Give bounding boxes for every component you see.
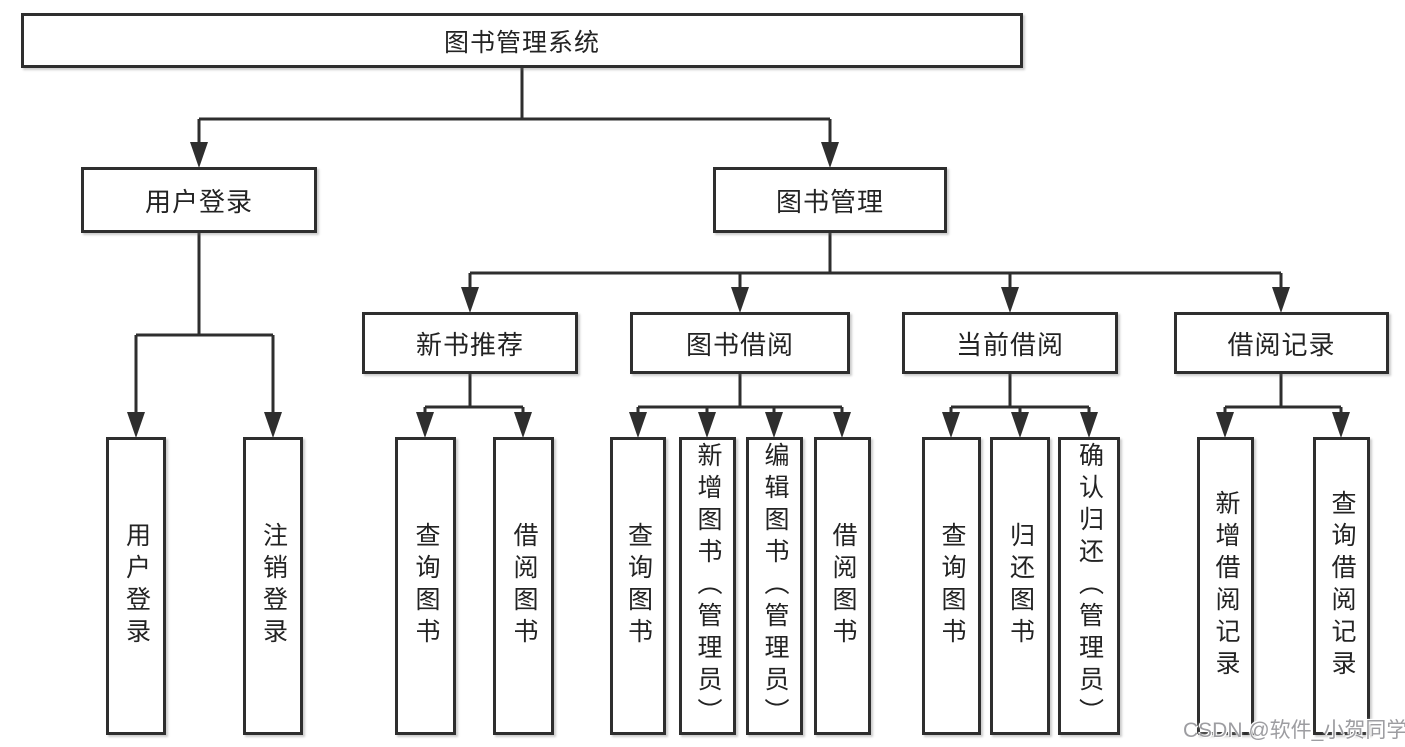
node-new-book-recommend: 新书推荐 [362, 312, 578, 374]
node-book-borrow: 图书借阅 [630, 312, 850, 374]
arrow-down-icon [1011, 412, 1029, 438]
connector-current-split [949, 374, 1091, 415]
leaf-confirm-return-admin: 确认归还（管理员） [1058, 437, 1120, 735]
arrow-down-icon [821, 142, 839, 168]
arrow-down-icon [1332, 412, 1350, 438]
leaf-add-borrow-record: 新增借阅记录 [1197, 437, 1254, 735]
leaf-query-books-recommend: 查询图书 [395, 437, 456, 735]
connector-recommend-split [423, 374, 525, 415]
node-root-system: 图书管理系统 [21, 13, 1023, 68]
arrow-down-icon [731, 287, 749, 313]
node-user-login: 用户登录 [81, 167, 317, 233]
leaf-logout: 注销登录 [243, 437, 303, 735]
arrow-down-icon [1080, 412, 1098, 438]
arrow-down-icon [416, 412, 434, 438]
leaf-user-login: 用户登录 [106, 437, 166, 735]
connector-mgmt-split [468, 233, 1283, 291]
arrow-down-icon [1001, 287, 1019, 313]
arrow-down-icon [765, 412, 783, 438]
leaf-add-books-admin: 新增图书（管理员） [679, 437, 736, 735]
leaf-borrow-books: 借阅图书 [814, 437, 871, 735]
node-book-management: 图书管理 [713, 167, 947, 233]
leaf-query-borrow-record: 查询借阅记录 [1313, 437, 1370, 735]
arrowheads [127, 142, 1350, 438]
arrow-down-icon [833, 412, 851, 438]
connector-root-split [197, 68, 832, 146]
leaf-return-books: 归还图书 [990, 437, 1050, 735]
connector-login-split [134, 233, 275, 414]
arrow-down-icon [698, 412, 716, 438]
node-current-borrow: 当前借阅 [902, 312, 1118, 374]
arrow-down-icon [461, 287, 479, 313]
arrow-down-icon [1272, 287, 1290, 313]
connector-records-split [1223, 374, 1343, 415]
arrow-down-icon [514, 412, 532, 438]
arrow-down-icon [264, 412, 282, 438]
arrow-down-icon [127, 412, 145, 438]
arrow-down-icon [629, 412, 647, 438]
leaf-query-books-current: 查询图书 [922, 437, 981, 735]
arrow-down-icon [942, 412, 960, 438]
leaf-query-books-borrow: 查询图书 [610, 437, 666, 735]
leaf-borrow-books-recommend: 借阅图书 [493, 437, 554, 735]
arrow-down-icon [1216, 412, 1234, 438]
arrow-down-icon [190, 142, 208, 168]
csdn-watermark: CSDN @软件_小贺同学 [1183, 719, 1405, 742]
leaf-edit-books-admin: 编辑图书（管理员） [746, 437, 803, 735]
node-borrow-records: 借阅记录 [1174, 312, 1389, 374]
connector-borrow-split [636, 374, 844, 415]
